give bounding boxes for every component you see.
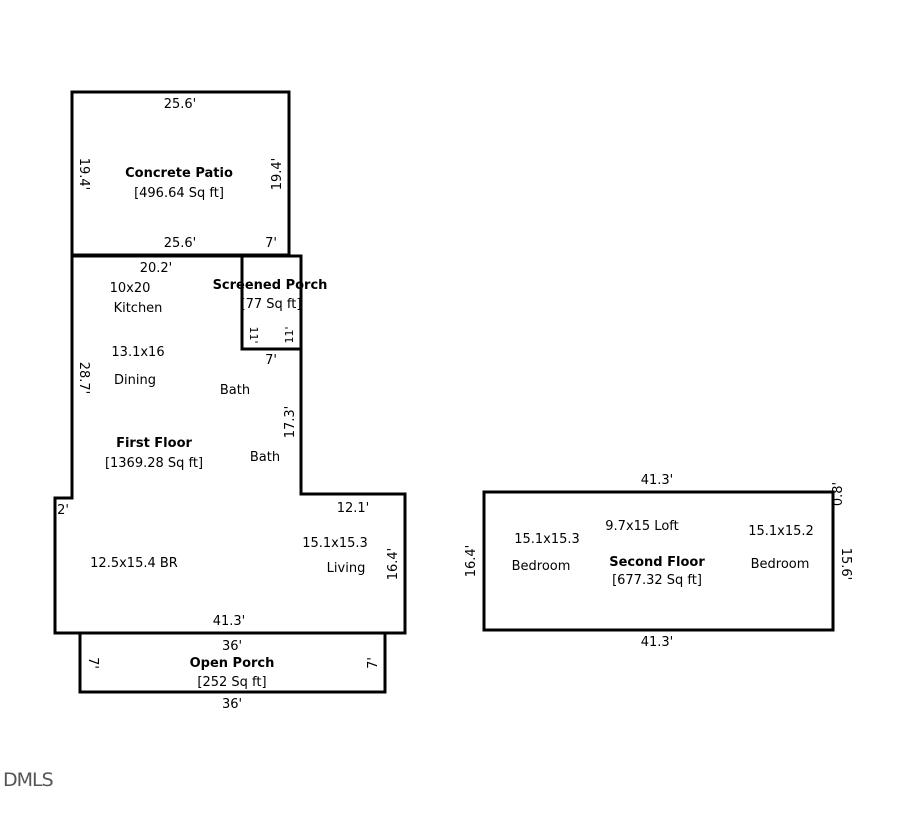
first-floor-left-dim: 28.7' [76,362,91,395]
dining-label: Dining [114,373,156,388]
kitchen-size: 10x20 [110,281,151,296]
screened-porch-left-dim: 11' [247,326,260,343]
open-porch-name: Open Porch [190,656,275,671]
open-porch-right-dim: 7' [366,657,381,669]
patio-top-dim: 25.6' [164,97,197,112]
open-porch-top-dim: 36' [222,639,242,654]
patio-area: [496.64 Sq ft] [134,186,224,201]
bedroom-2-label: Bedroom [751,557,810,572]
second-floor-top-dim: 41.3' [641,473,674,488]
open-porch-area: [252 Sq ft] [197,675,266,690]
bedroom-1-label: Bedroom [512,559,571,574]
second-floor-left-dim: 16.4' [464,545,479,578]
patio-left-dim: 19.4' [76,158,91,191]
first-floor-right-lower-dim: 16.4' [386,548,401,581]
first-floor-bottom-dim: 41.3' [213,614,246,629]
bedroom-1-size: 15.1x15.3 [514,532,580,547]
patio-right-dim: 19.4' [270,158,285,191]
kitchen-label: Kitchen [114,301,163,316]
second-floor-right-dim: 15.6' [838,548,853,581]
first-floor-right-upper-dim: 17.3' [283,406,298,439]
second-floor-outline [482,490,835,632]
dining-size: 13.1x16 [111,345,164,360]
screened-porch-outline [240,254,303,351]
screened-porch-right-dim: 11' [283,326,296,343]
bath-1-label: Bath [220,383,250,398]
open-porch-left-dim: 7' [85,657,100,669]
patio-name: Concrete Patio [125,166,233,181]
second-floor-bottom-dim: 41.3' [641,635,674,650]
second-floor-name: Second Floor [609,555,705,570]
living-label: Living [327,561,366,576]
bedroom-2-size: 15.1x15.2 [748,524,814,539]
living-size: 15.1x15.3 [302,536,368,551]
dmls-logo: DMLS [3,769,53,791]
br-label: 12.5x15.4 BR [90,556,178,571]
first-floor-outline [53,254,407,635]
second-floor-area: [677.32 Sq ft] [612,573,702,588]
loft-label: 9.7x15 Loft [605,519,678,534]
first-floor-name: First Floor [116,436,192,451]
first-floor-area: [1369.28 Sq ft] [105,456,203,471]
screened-porch-name: Screened Porch [213,278,328,293]
first-floor-step-right-dim: 12.1' [337,501,370,516]
screened-porch-bottom-dim: 7' [265,353,277,368]
screened-porch-area: [77 Sq ft] [241,297,302,312]
first-floor-step-left-dim: 2' [57,503,69,518]
open-porch-bottom-dim: 36' [222,697,242,712]
patio-bottom-dim: 25.6' [164,236,197,251]
screened-porch-top-dim: 7' [265,236,277,251]
second-floor-corner-dim: 0.8' [831,482,846,506]
open-porch-outline [78,631,387,694]
first-floor-top-dim: 20.2' [140,261,173,276]
bath-2-label: Bath [250,450,280,465]
